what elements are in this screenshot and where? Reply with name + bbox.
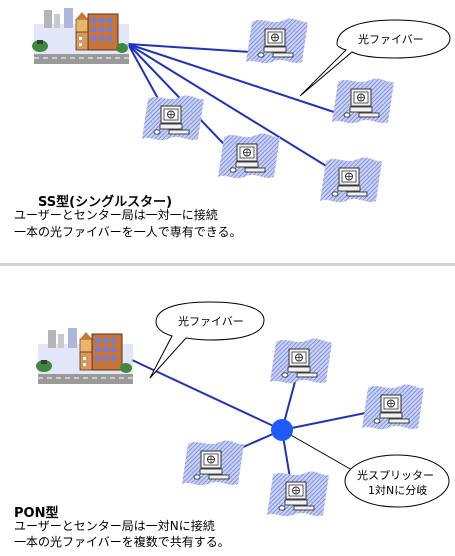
splitter-label-line1: 光スプリッター (357, 469, 434, 482)
ss-description-line2: 一本の光ファイバーを一人で専有できる。 (14, 225, 242, 239)
section-divider (0, 263, 455, 266)
ss-fiber-label: 光ファイバー (358, 33, 424, 46)
pon-user-computer-icon (266, 470, 330, 517)
ss-title: SS型(シングルスター) (38, 195, 173, 210)
center-station-building-icon (35, 327, 134, 385)
pon-fiber-callout (149, 301, 265, 379)
splitter-callout (344, 454, 450, 508)
pon-description-line1: ユーザーとセンター局は一対Nに接続 (14, 519, 215, 533)
ss-user-computer-icon (141, 94, 205, 141)
ss-user-computer-icon (331, 77, 395, 124)
pon-user-computer-icon (361, 383, 425, 430)
ss-description-line1: ユーザーとセンター局は一対一に接続 (14, 208, 218, 222)
pon-fiber-label: 光ファイバー (178, 315, 244, 328)
pon-description-line2: 一本の光ファイバーを複数で共有する。 (14, 535, 230, 549)
ss-user-computer-icon (245, 17, 309, 64)
ss-fiber-callout (299, 19, 451, 97)
pon-fiber-lines (131, 359, 381, 491)
splitter-node-icon (271, 419, 293, 441)
center-station-building-icon (31, 7, 130, 65)
pon-title: PON型 (14, 506, 59, 521)
ss-user-computer-icon (319, 156, 383, 203)
ss-fiber-lines (127, 43, 347, 173)
splitter-leader-line (281, 429, 353, 471)
ss-user-computer-icon (217, 132, 281, 179)
splitter-label-line2: 1対Nに分岐 (368, 484, 428, 497)
pon-user-computer-icon (269, 337, 333, 384)
pon-user-computer-icon (181, 439, 245, 486)
